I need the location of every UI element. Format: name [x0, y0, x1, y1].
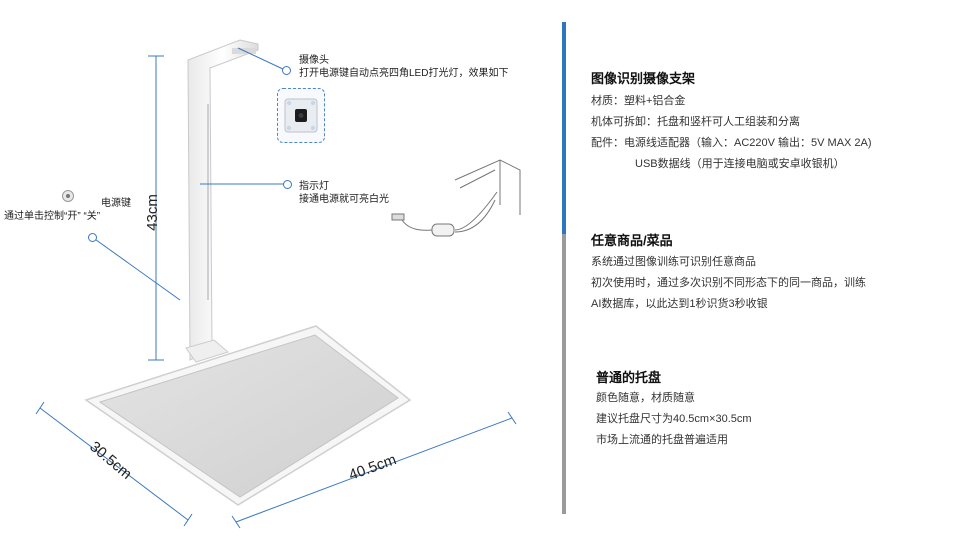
accent-bar-blue [562, 22, 566, 234]
section1-line: USB数据线（用于连接电脑或安卓收银机） [635, 158, 845, 170]
camera-label-title: 摄像头 [299, 55, 329, 66]
support-pole [185, 39, 259, 363]
indicator-label-title: 指示灯 [299, 181, 329, 192]
product-illustration [35, 39, 521, 529]
camera-callout-dot [282, 66, 291, 75]
section3-line: 颜色随意，材质随意 [596, 392, 695, 404]
accent-bar-gray [562, 234, 566, 514]
section2-line: 初次使用时，通过多次识别不同形态下的同一商品，训练 [591, 277, 866, 289]
led-preview-box [277, 88, 325, 143]
adapter-cable [391, 159, 521, 237]
section1-line: 机体可拆卸：托盘和竖杆可人工组装和分离 [591, 116, 800, 128]
section1-line: 材质：塑料+铝合金 [591, 95, 686, 107]
section1-line: 配件：电源线适配器（输入：AC220V 输出：5V MAX 2A) [591, 137, 872, 149]
indicator-label-desc: 接通电源就可亮白光 [299, 194, 389, 205]
section2-title: 任意商品/菜品 [591, 233, 673, 248]
section2-line: 系统通过图像训练可识别任意商品 [591, 256, 756, 268]
power-button-icon [62, 190, 74, 202]
power-callout-dot [88, 233, 97, 242]
section1-title: 图像识别摄像支架 [591, 71, 696, 86]
led-camera-icon [284, 98, 318, 133]
tray-base [84, 325, 412, 506]
power-label-title: 电源键 [101, 198, 131, 209]
section3-line: 建议托盘尺寸为40.5cm×30.5cm [596, 413, 752, 425]
dimension-height-label: 43cm [143, 194, 161, 231]
power-label-desc: 通过单击控制“开” “关” [4, 211, 101, 222]
dimension-lines [35, 55, 517, 529]
callout-lines [91, 47, 287, 301]
section3-title: 普通的托盘 [596, 370, 662, 385]
camera-label-desc: 打开电源键自动点亮四角LED打光灯，效果如下 [299, 68, 509, 79]
indicator-callout-dot [283, 180, 292, 189]
section2-line: AI数据库，以此达到1秒识货3秒收银 [591, 298, 768, 310]
section3-line: 市场上流通的托盘普遍适用 [596, 434, 728, 446]
